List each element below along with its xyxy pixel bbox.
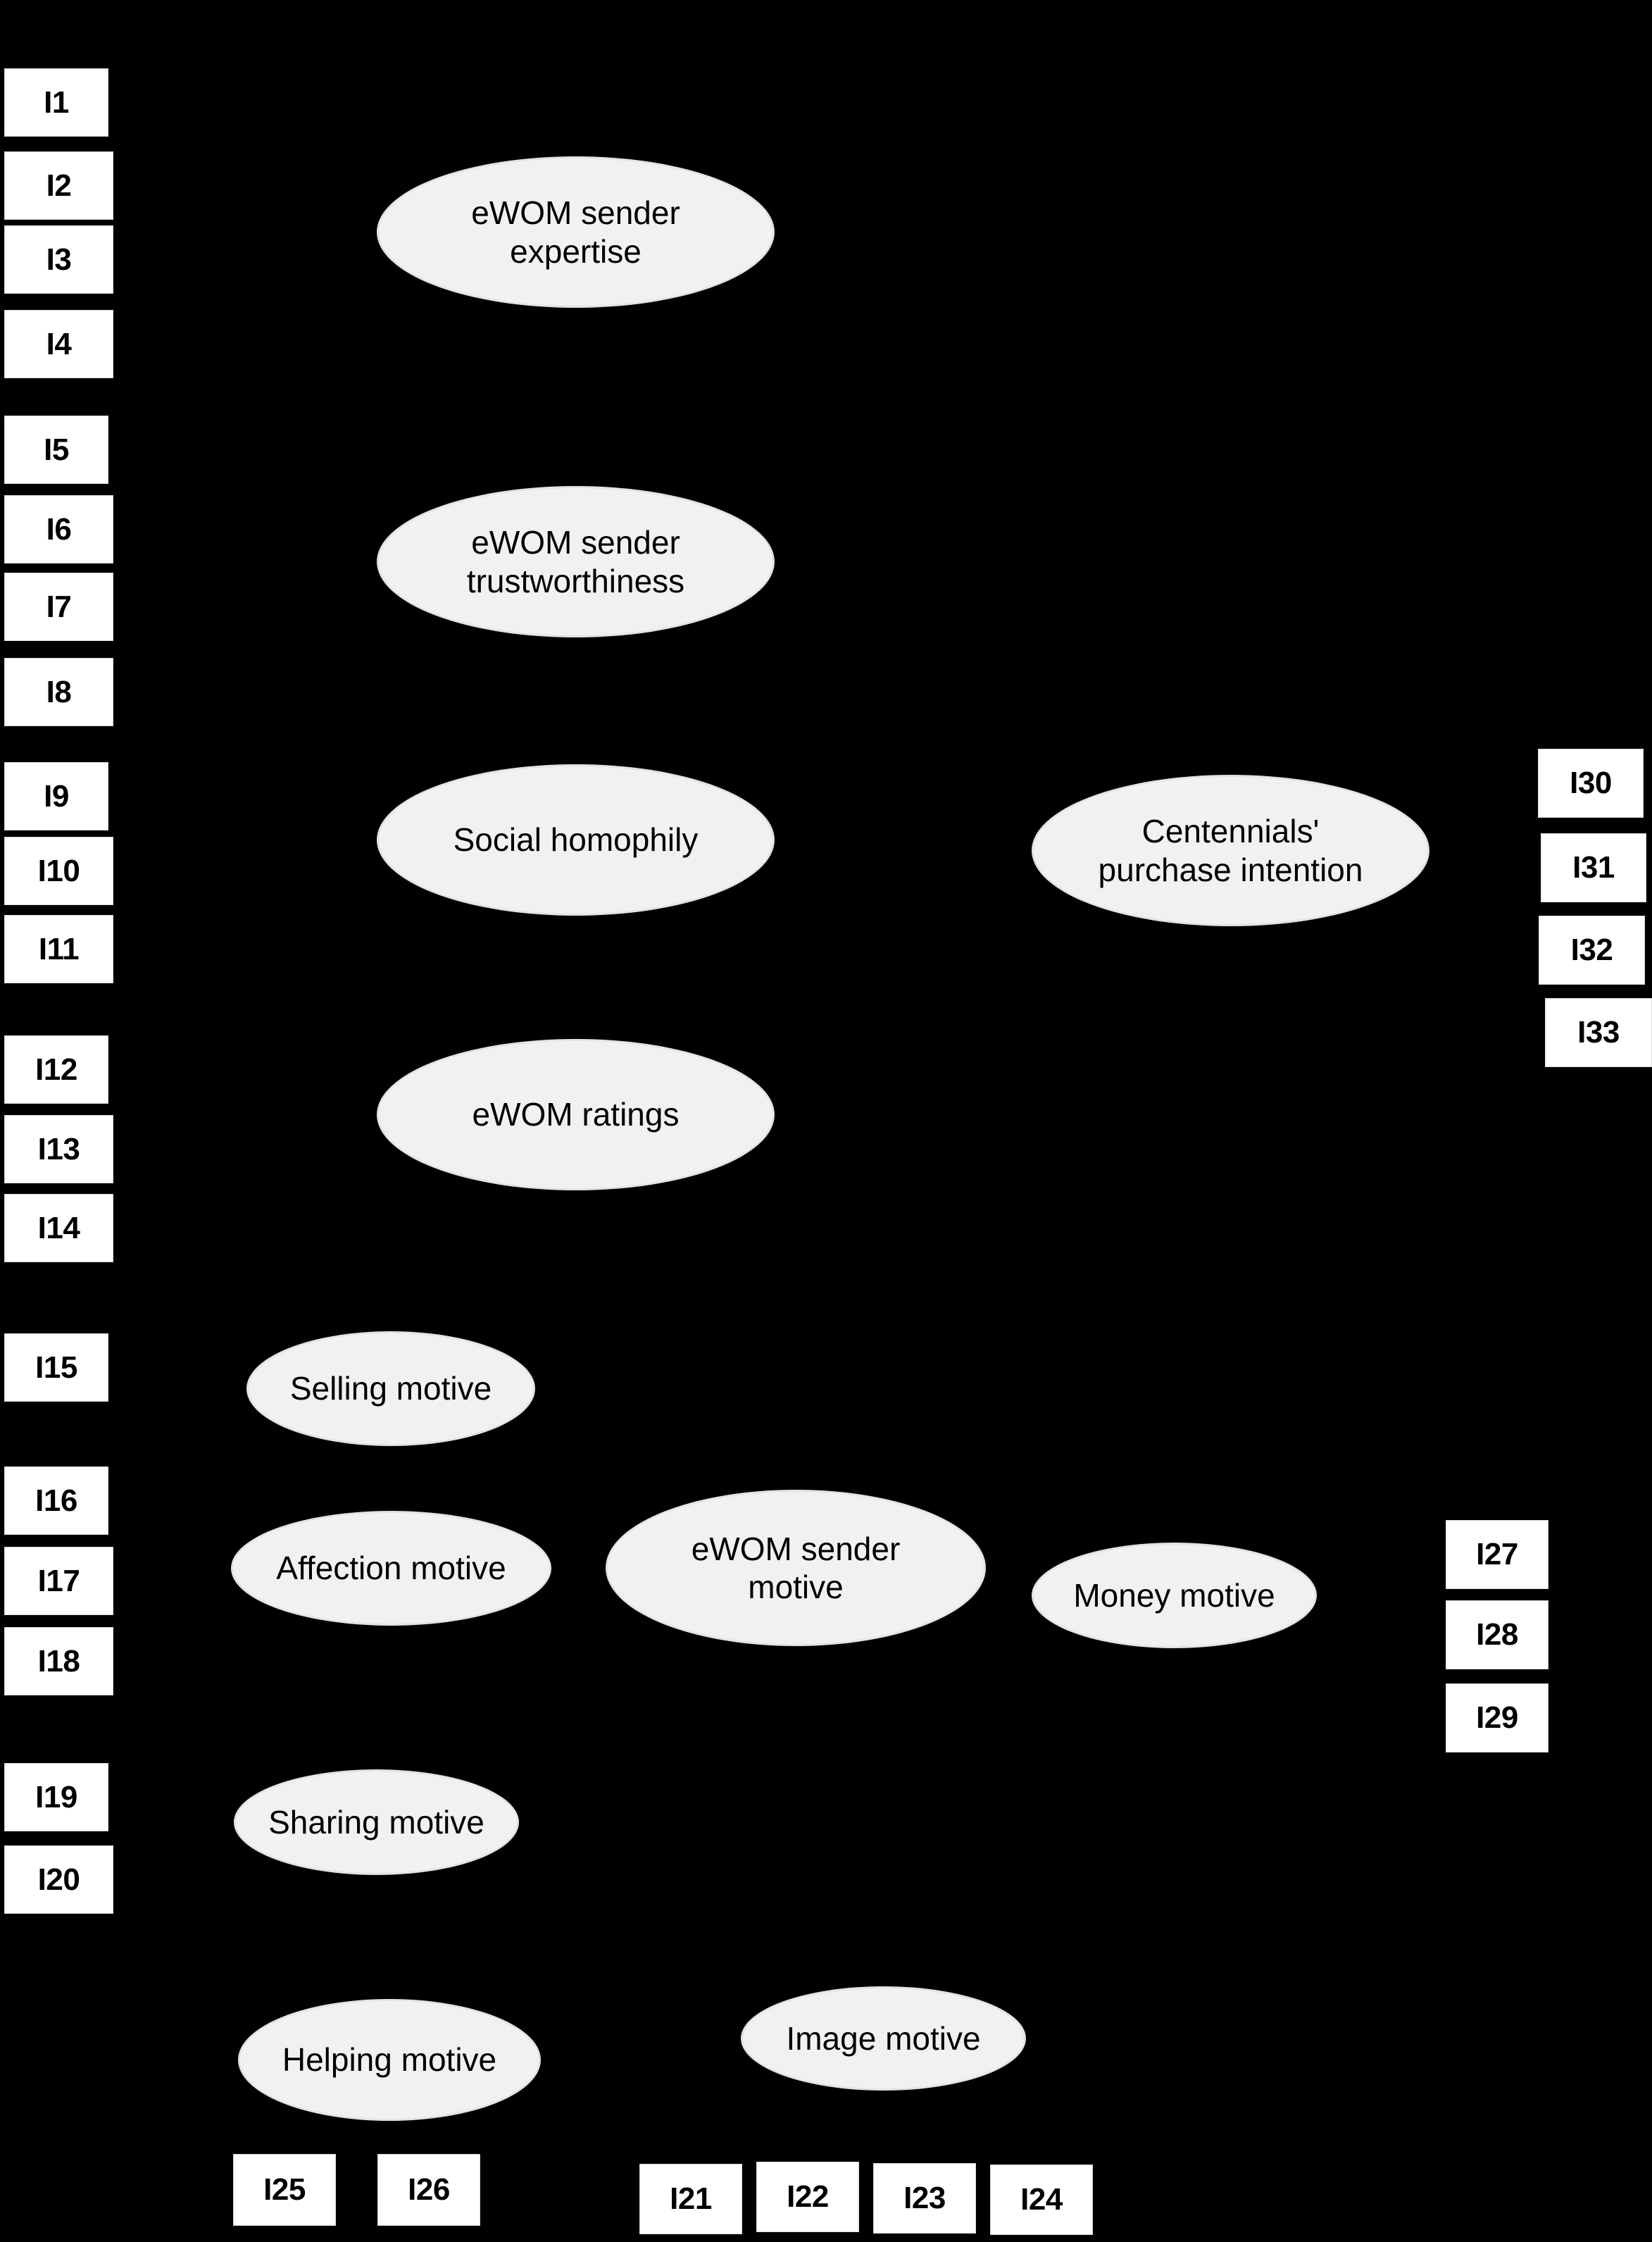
edge-ewom-sender-trustworthiness-to-centennials-purchase-intention [749,590,1058,823]
edge-money-motive-to-I29 [1301,1612,1453,1707]
edge-ewom-ratings-to-centennials-purchase-intention [752,876,1056,1089]
edge-ewom-ratings-to-I13 [108,1118,386,1154]
indicator-box-i12[interactable]: I12 [4,1035,108,1104]
construct-ewom-sender-motive[interactable]: eWOM sender motive [606,1490,986,1646]
indicator-box-i11[interactable]: I11 [4,915,113,983]
indicator-box-i24[interactable]: I24 [990,2165,1093,2235]
indicator-box-i31[interactable]: I31 [1541,833,1646,902]
edge-money-motive-to-I27 [1310,1554,1451,1590]
indicator-box-i23[interactable]: I23 [873,2163,976,2234]
edge-ewom-sender-motive-to-money-motive [977,1572,1040,1595]
construct-label: eWOM sender trustworthiness [466,524,685,599]
construct-label: Affection motive [276,1550,506,1587]
edge-helping-motive-to-I26 [413,2115,433,2159]
indicator-box-i13[interactable]: I13 [4,1115,113,1183]
indicator-box-i14[interactable]: I14 [4,1194,113,1262]
construct-centennials-purchase-intention[interactable]: Centennials' purchase intention [1032,775,1429,926]
edge-ewom-sender-expertise-to-I1 [103,108,391,216]
construct-helping-motive[interactable]: Helping motive [238,1999,541,2121]
indicator-box-i4[interactable]: I4 [4,310,113,378]
edge-social-homophily-to-I9 [104,792,386,835]
edge-ewom-sender-expertise-to-centennials-purchase-intention [713,281,1094,803]
indicator-box-i18[interactable]: I18 [4,1627,113,1695]
construct-label: Sharing motive [268,1803,484,1841]
edge-centennials-purchase-intention-to-I32 [1414,868,1545,942]
edge-selling-motive-to-I15 [104,1363,253,1387]
indicator-box-i3[interactable]: I3 [4,225,113,294]
construct-label: Centennials' purchase intention [1098,813,1363,888]
edge-affection-motive-to-I18 [107,1582,244,1654]
edge-money-motive-to-I28 [1310,1600,1451,1636]
indicator-box-i28[interactable]: I28 [1446,1600,1548,1669]
indicator-box-i10[interactable]: I10 [4,837,113,905]
construct-ewom-sender-expertise[interactable]: eWOM sender expertise [377,156,775,308]
edge-social-homophily-to-I10 [108,843,385,876]
edge-ewom-ratings-to-I12 [104,1066,386,1110]
edge-sharing-motive-to-I19 [104,1793,240,1819]
construct-label: eWOM ratings [472,1096,680,1133]
indicator-box-i26[interactable]: I26 [377,2154,480,2226]
indicator-box-i30[interactable]: I30 [1538,749,1644,818]
edge-affection-motive-to-I17 [108,1569,238,1587]
indicator-box-i19[interactable]: I19 [4,1763,108,1831]
edge-ewom-sender-trustworthiness-to-I5 [103,454,389,548]
edge-affection-motive-to-I16 [103,1505,241,1559]
edge-centennials-purchase-intention-to-I30 [1418,788,1544,838]
indicator-box-i9[interactable]: I9 [4,762,108,830]
edge-ewom-sender-trustworthiness-to-I8 [107,578,392,685]
indicator-box-i29[interactable]: I29 [1446,1683,1548,1752]
construct-label: Helping motive [282,2041,497,2079]
edge-centennials-purchase-intention-to-I33 [1401,882,1554,1020]
edge-image-motive-to-I22 [819,2084,837,2169]
construct-selling-motive[interactable]: Selling motive [246,1331,535,1446]
indicator-box-i15[interactable]: I15 [4,1333,108,1402]
edge-image-motive-to-I23 [905,2086,922,2168]
indicator-box-i27[interactable]: I27 [1446,1520,1548,1589]
indicator-box-i21[interactable]: I21 [639,2164,742,2234]
indicator-box-i33[interactable]: I33 [1545,998,1652,1067]
construct-image-motive[interactable]: Image motive [741,1986,1026,2091]
indicator-box-i25[interactable]: I25 [233,2154,336,2226]
indicator-box-i2[interactable]: I2 [4,151,113,220]
indicator-box-i8[interactable]: I8 [4,658,113,726]
construct-label: eWOM sender motive [691,1530,901,1605]
indicator-box-i32[interactable]: I32 [1539,916,1645,985]
edge-ewom-sender-motive-to-image-motive [827,1641,865,1992]
construct-label: Money motive [1073,1576,1275,1614]
indicator-box-i1[interactable]: I1 [4,68,108,137]
construct-label: eWOM sender expertise [471,194,680,270]
edge-ewom-sender-expertise-to-I4 [108,246,389,340]
construct-social-homophily[interactable]: Social homophily [377,764,775,916]
edge-ewom-ratings-to-I14 [108,1129,390,1223]
indicator-box-i6[interactable]: I6 [4,495,113,563]
construct-label: Image motive [786,2019,981,2057]
edge-ewom-sender-trustworthiness-to-I7 [108,566,386,610]
edge-social-homophily-to-I11 [108,854,389,945]
edge-social-homophily-to-centennials-purchase-intention [766,840,1042,858]
edge-ewom-sender-motive-to-selling-motive [515,1409,630,1538]
edge-ewom-sender-motive-to-sharing-motive [492,1606,641,1798]
edge-ewom-sender-expertise-to-I2 [108,182,386,227]
edge-centennials-purchase-intention-to-I31 [1421,852,1546,873]
construct-label: Selling motive [289,1370,492,1407]
indicator-box-i16[interactable]: I16 [4,1466,108,1535]
edge-ewom-sender-motive-to-centennials-purchase-intention [889,910,1133,1505]
construct-affection-motive[interactable]: Affection motive [231,1511,551,1626]
indicator-box-i5[interactable]: I5 [4,416,108,484]
edge-sharing-motive-to-I20 [108,1830,242,1876]
indicator-box-i20[interactable]: I20 [4,1845,113,1914]
indicator-box-i7[interactable]: I7 [4,573,113,641]
edge-ewom-sender-trustworthiness-to-I6 [108,524,385,559]
indicator-box-i17[interactable]: I17 [4,1547,113,1615]
construct-label: Social homophily [453,821,699,859]
construct-sharing-motive[interactable]: Sharing motive [234,1769,519,1875]
indicator-box-i22[interactable]: I22 [756,2162,859,2232]
construct-ewom-ratings[interactable]: eWOM ratings [377,1039,775,1190]
edge-image-motive-to-I24 [978,2074,1010,2178]
construct-money-motive[interactable]: Money motive [1032,1543,1317,1648]
construct-ewom-sender-trustworthiness[interactable]: eWOM sender trustworthiness [377,486,775,637]
edge-ewom-sender-expertise-to-I3 [108,235,385,265]
